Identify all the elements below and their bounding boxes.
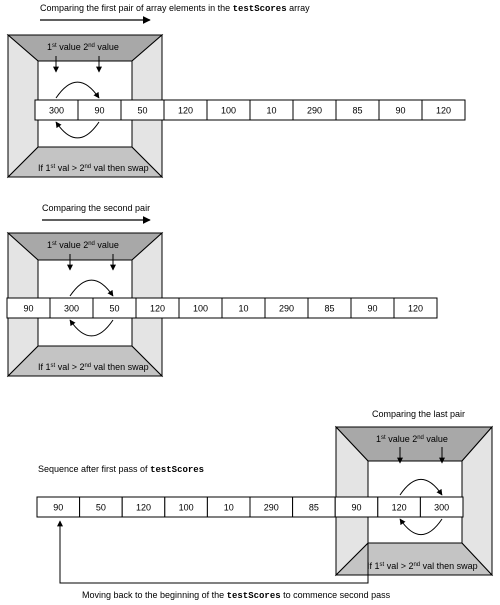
compare-label: 1st value 2nd value	[47, 42, 119, 52]
superscript: nd	[84, 164, 91, 170]
swap-arc-bottom	[55, 121, 100, 139]
label-part: value 2	[386, 434, 418, 444]
caption-first-pair: Comparing the first pair of array elemen…	[40, 3, 310, 14]
label-part: val > 2	[55, 362, 84, 372]
superscript: nd	[88, 43, 95, 49]
label-part: value 2	[57, 240, 89, 250]
caption-sequence-code: testScores	[150, 465, 205, 475]
label-part: value	[95, 240, 119, 250]
array-cell-value: 100	[221, 106, 236, 116]
caption-moving-back: Moving back to the beginning of the test…	[82, 590, 390, 601]
label-part: val then swap	[91, 362, 149, 372]
label-part: val > 2	[384, 561, 413, 571]
array-cell-value: 120	[436, 106, 451, 116]
caption-moving-prefix: Moving back to the beginning of the	[82, 590, 227, 600]
caption-sequence-prefix: Sequence after first pass of	[38, 464, 151, 474]
superscript: st	[51, 363, 56, 369]
label-part: If 1	[38, 163, 51, 173]
array-cell-value: 290	[279, 304, 294, 314]
array-cell-value: 85	[309, 503, 319, 513]
array-cell-value: 50	[109, 304, 119, 314]
caption-moving-suffix: to commence second pass	[280, 590, 391, 600]
swap-arc-top	[69, 279, 114, 297]
array-cell-value: 50	[137, 106, 147, 116]
superscript: st	[52, 241, 57, 247]
caption-last-pair: Comparing the last pair	[372, 409, 466, 419]
caption-second-pair: Comparing the second pair	[42, 203, 151, 213]
array-cell-value: 90	[53, 503, 63, 513]
label-part: val > 2	[55, 163, 84, 173]
array-cell-value: 100	[179, 503, 194, 513]
array-cell-value: 120	[392, 503, 407, 513]
array-cell-value: 120	[408, 304, 423, 314]
caption-first-code: testScores	[232, 4, 287, 14]
compare-label: 1st value 2nd value	[47, 240, 119, 250]
array-cell-value: 10	[266, 106, 276, 116]
array-cell-value: 120	[150, 304, 165, 314]
array-cell-value: 290	[307, 106, 322, 116]
swap-condition-label: If 1st val > 2nd val then swap	[38, 163, 149, 173]
superscript: st	[51, 164, 56, 170]
array-cell-value: 300	[64, 304, 79, 314]
superscript: nd	[417, 435, 424, 441]
label-part: value 2	[57, 42, 89, 52]
array-cell	[419, 496, 464, 518]
label-part: val then swap	[91, 163, 149, 173]
superscript: st	[380, 562, 385, 568]
label-part: value	[424, 434, 448, 444]
array-cell-value: 90	[351, 503, 361, 513]
superscript: nd	[84, 363, 91, 369]
array-cell-value: 85	[324, 304, 334, 314]
swap-arc-top	[55, 81, 100, 99]
array-cell-value: 50	[96, 503, 106, 513]
array-row-after-pass: 90 50 120 100 10 290 85 90 120 300	[36, 496, 464, 518]
array-cell-value: 120	[136, 503, 151, 513]
array-cell-value: 100	[193, 304, 208, 314]
label-part: val then swap	[420, 561, 478, 571]
array-row-step2: 90 300 50 120 100 10 290 85 90 120	[6, 297, 438, 319]
compare-label: 1st value 2nd value	[376, 434, 448, 444]
superscript: st	[52, 43, 57, 49]
array-cell-value: 290	[264, 503, 279, 513]
array-cell-value: 300	[49, 106, 64, 116]
array-cell-value: 10	[224, 503, 234, 513]
array-cell-value: 90	[23, 304, 33, 314]
superscript: st	[381, 435, 386, 441]
array-cell-value: 300	[434, 503, 449, 513]
array-cell	[393, 297, 438, 319]
swap-condition-label: If 1st val > 2nd val then swap	[367, 561, 478, 571]
array-cell-value: 10	[238, 304, 248, 314]
caption-first-suffix: array	[286, 3, 310, 13]
array-cell-value: 90	[395, 106, 405, 116]
label-part: 1	[376, 434, 381, 444]
caption-first-prefix: Comparing the first pair of array elemen…	[40, 3, 233, 13]
label-part: If 1	[367, 561, 380, 571]
array-cell	[421, 99, 466, 121]
caption-sequence: Sequence after first pass of testScores	[38, 464, 204, 475]
superscript: nd	[88, 241, 95, 247]
label-part: 1	[47, 240, 52, 250]
swap-arc-bottom	[399, 518, 443, 535]
swap-arc-bottom	[69, 319, 114, 337]
label-part: If 1	[38, 362, 51, 372]
array-cell-value: 85	[352, 106, 362, 116]
caption-moving-code: testScores	[226, 591, 281, 601]
array-row-step1: 300 90 50 120 100 10 290 85 90 120	[34, 99, 466, 121]
swap-condition-label: If 1st val > 2nd val then swap	[38, 362, 149, 372]
array-cell-value: 90	[94, 106, 104, 116]
label-part: value	[95, 42, 119, 52]
return-arrow	[57, 517, 369, 584]
array-cell-value: 120	[178, 106, 193, 116]
label-part: 1	[47, 42, 52, 52]
swap-arc-top	[399, 479, 443, 496]
array-cell-value: 90	[367, 304, 377, 314]
superscript: nd	[413, 562, 420, 568]
